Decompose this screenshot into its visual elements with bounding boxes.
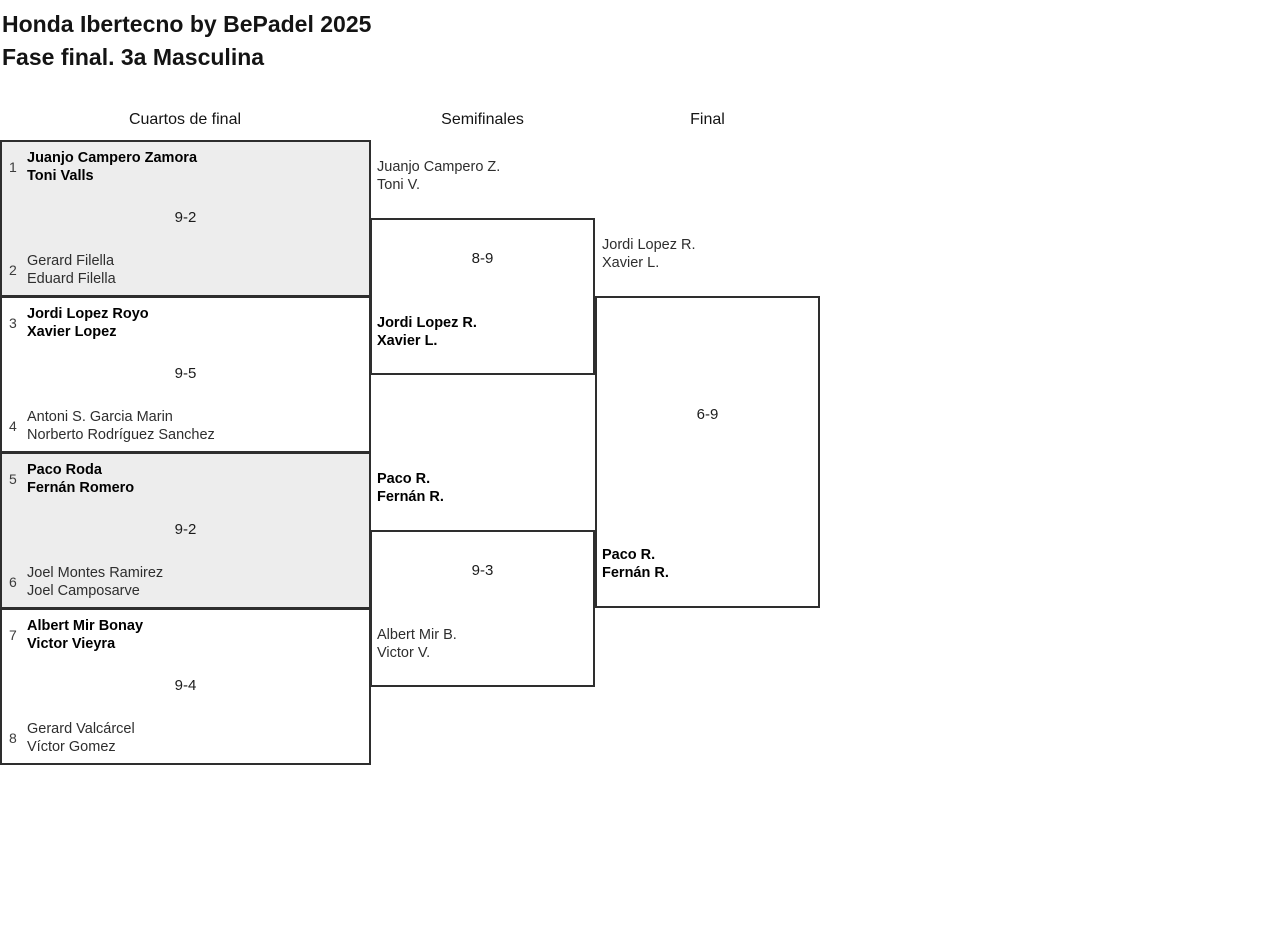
player-name: Albert Mir Bonay	[27, 618, 144, 634]
seed-number: 2	[9, 262, 17, 278]
team-name: Antoni S. Garcia Marin Norberto Rodrígue…	[27, 408, 215, 444]
match-final	[595, 296, 820, 608]
team-name: Paco Roda Fernán Romero	[27, 461, 134, 497]
player-name: Gerard Filella	[27, 253, 115, 269]
match-score: 6-9	[696, 406, 719, 423]
match-quarterfinal-4: 7 Albert Mir Bonay Victor Vieyra 9-4 8 G…	[0, 608, 371, 765]
seed-number: 4	[9, 418, 17, 434]
player-name: Joel Camposarve	[27, 583, 140, 599]
player-name: Jordi Lopez R.	[377, 315, 477, 331]
seed-number: 7	[9, 627, 17, 643]
player-name: Paco R.	[602, 547, 656, 563]
player-name: Xavier L.	[377, 333, 438, 349]
player-name: Fernán R.	[377, 489, 444, 505]
seed-number: 6	[9, 574, 17, 590]
player-name: Jordi Lopez Royo	[27, 306, 149, 322]
player-name: Norberto Rodríguez Sanchez	[27, 427, 215, 443]
team-name: Juanjo Campero Z. Toni V.	[377, 158, 500, 194]
player-name: Fernán Romero	[27, 480, 135, 496]
team-name: Gerard Valcárcel Víctor Gomez	[27, 720, 135, 756]
player-name: Xavier Lopez	[27, 324, 117, 340]
match-score: 9-2	[174, 209, 197, 226]
player-name: Víctor Gomez	[27, 739, 116, 755]
seed-number: 1	[9, 159, 17, 175]
team-name: Albert Mir B. Victor V.	[377, 626, 457, 662]
match-score: 8-9	[471, 250, 494, 267]
seed-number: 8	[9, 730, 17, 746]
player-name: Fernán R.	[602, 565, 669, 581]
match-score: 9-3	[471, 562, 494, 579]
match-quarterfinal-2: 3 Jordi Lopez Royo Xavier Lopez 9-5 4 An…	[0, 296, 371, 453]
player-name: Gerard Valcárcel	[27, 721, 135, 737]
phase-subtitle: Fase final. 3a Masculina	[2, 44, 265, 70]
round-header-final: Final	[690, 111, 725, 128]
player-name: Antoni S. Garcia Marin	[27, 409, 173, 425]
match-score: 9-5	[174, 365, 197, 382]
player-name: Toni Valls	[27, 168, 94, 184]
match-semifinal-1	[370, 218, 595, 375]
player-name: Albert Mir B.	[377, 627, 457, 643]
team-name: Jordi Lopez Royo Xavier Lopez	[27, 305, 149, 341]
team-name: Juanjo Campero Zamora Toni Valls	[27, 149, 197, 185]
player-name: Victor Vieyra	[27, 636, 116, 652]
team-name: Paco R. Fernán R.	[377, 470, 444, 506]
page-title: Honda Ibertecno by BePadel 2025 Fase fin…	[2, 8, 371, 74]
player-name: Paco R.	[377, 471, 431, 487]
player-name: Joel Montes Ramirez	[27, 565, 164, 581]
tournament-title: Honda Ibertecno by BePadel 2025	[2, 11, 372, 37]
match-semifinal-2	[370, 530, 595, 687]
team-name: Jordi Lopez R. Xavier L.	[602, 236, 696, 272]
team-name: Joel Montes Ramirez Joel Camposarve	[27, 564, 163, 600]
player-name: Paco Roda	[27, 462, 102, 478]
seed-number: 5	[9, 471, 17, 487]
match-score: 9-2	[174, 521, 197, 538]
team-name: Paco R. Fernán R.	[602, 546, 669, 582]
team-name: Gerard Filella Eduard Filella	[27, 252, 116, 288]
match-quarterfinal-3: 5 Paco Roda Fernán Romero 9-2 6 Joel Mon…	[0, 452, 371, 609]
match-quarterfinal-1: 1 Juanjo Campero Zamora Toni Valls 9-2 2…	[0, 140, 371, 297]
player-name: Xavier L.	[602, 255, 660, 271]
match-score: 9-4	[174, 677, 197, 694]
team-name: Jordi Lopez R. Xavier L.	[377, 314, 477, 350]
player-name: Jordi Lopez R.	[602, 237, 696, 253]
seed-number: 3	[9, 315, 17, 331]
round-header-quarterfinals: Cuartos de final	[128, 111, 242, 128]
player-name: Juanjo Campero Zamora	[27, 150, 198, 166]
round-header-semifinals: Semifinales	[441, 111, 524, 128]
player-name: Toni V.	[377, 177, 420, 193]
player-name: Victor V.	[377, 645, 431, 661]
player-name: Eduard Filella	[27, 271, 116, 287]
player-name: Juanjo Campero Z.	[377, 159, 501, 175]
team-name: Albert Mir Bonay Victor Vieyra	[27, 617, 143, 653]
